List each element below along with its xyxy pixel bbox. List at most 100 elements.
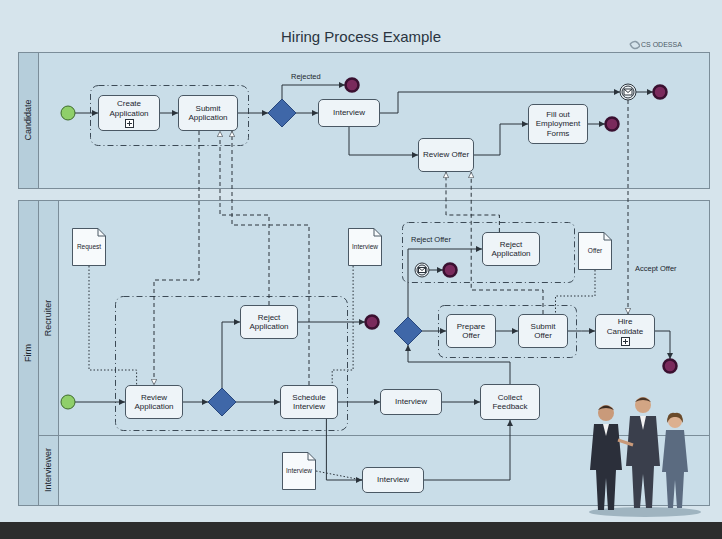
people-illustration xyxy=(590,424,622,510)
sequence-flow xyxy=(496,331,518,332)
task-label: Collect Feedback xyxy=(484,393,536,411)
sequence-flow xyxy=(338,402,380,403)
document-label: Interview xyxy=(286,467,312,474)
message-event xyxy=(620,84,636,100)
message-event xyxy=(624,89,632,93)
sequence-line xyxy=(238,113,268,114)
task-box: Interview xyxy=(362,467,424,493)
task-box: Collect Feedback xyxy=(480,384,540,420)
task-label: Schedule Interview xyxy=(284,393,334,411)
end-event xyxy=(654,86,667,99)
task-box: Submit Offer xyxy=(518,314,568,348)
lane-label: Firm xyxy=(23,344,33,362)
people-illustration xyxy=(626,416,660,508)
message-line xyxy=(628,100,629,314)
sequence-flow xyxy=(349,127,418,155)
sequence-line xyxy=(422,331,446,332)
sequence-line xyxy=(282,85,345,99)
logo-mark xyxy=(630,41,640,48)
data-object: Interview xyxy=(282,452,316,490)
subprocess-marker xyxy=(621,337,629,345)
end-event xyxy=(606,118,619,131)
task-box: Reject Application xyxy=(240,305,298,339)
document-outline xyxy=(349,229,382,266)
association xyxy=(556,270,596,314)
people-illustration xyxy=(640,416,646,430)
subprocess-marker xyxy=(623,339,628,344)
subprocess-marker xyxy=(125,120,133,128)
pool-band xyxy=(19,53,39,189)
people-illustration xyxy=(598,405,614,421)
data-object: Offer xyxy=(578,232,612,270)
pool: CandidateCreate ApplicationSubmit Applic… xyxy=(18,52,710,188)
message-event xyxy=(415,263,429,277)
message-flow xyxy=(232,131,309,385)
subprocess-group xyxy=(439,306,577,358)
message-line xyxy=(628,100,629,314)
task-label: Interview xyxy=(333,108,365,117)
people-illustration xyxy=(662,430,688,508)
message-event xyxy=(417,265,427,275)
message-event xyxy=(624,89,632,95)
end-event xyxy=(346,79,677,373)
task-box: Schedule Interview xyxy=(280,385,338,419)
data-object: Interview xyxy=(348,228,382,266)
document-outline xyxy=(579,233,612,270)
people-illustration xyxy=(618,440,633,445)
screen-bezel xyxy=(0,522,722,539)
task-box: Reject Application xyxy=(482,232,540,266)
pool: FirmRecruiterRequestInterviewReject Appl… xyxy=(18,200,710,505)
document-outline xyxy=(73,229,106,266)
sequence-line xyxy=(655,331,670,359)
message-flow xyxy=(220,131,269,305)
sequence-flow xyxy=(442,402,480,403)
subprocess-group xyxy=(91,86,577,431)
task-label: Review Application xyxy=(129,393,179,411)
gateway-diamond xyxy=(208,388,236,416)
task-label: Submit Offer xyxy=(522,322,564,340)
logo-text: CS ODESSA xyxy=(640,41,683,49)
sequence-line xyxy=(75,113,98,114)
message-flow xyxy=(154,131,199,385)
task-box: Review Offer xyxy=(418,138,474,172)
people-illustration xyxy=(589,507,701,517)
sequence-line xyxy=(429,270,443,271)
sequence-line xyxy=(222,322,240,388)
task-box: Fill out Employment Forms xyxy=(528,104,588,144)
lane-label: Candidate xyxy=(23,99,33,140)
swimlane: InterviewerInterviewInterview xyxy=(38,435,710,505)
people-illustration xyxy=(603,424,609,436)
document-outline xyxy=(283,453,316,490)
subprocess-marker xyxy=(125,119,134,128)
end-event xyxy=(444,264,457,277)
sequence-flow xyxy=(326,419,362,480)
sequence-line xyxy=(183,402,208,403)
sequence-line xyxy=(236,402,280,403)
message-flow xyxy=(446,172,499,232)
task-box: Submit Application xyxy=(178,95,238,131)
people-illustration xyxy=(635,398,651,403)
sequence-flow xyxy=(474,124,528,155)
gateway-diamond xyxy=(394,317,422,345)
flow-label: Rejected xyxy=(290,72,322,81)
sequence-line xyxy=(298,322,365,323)
sequence-line xyxy=(75,85,670,402)
end-event xyxy=(664,360,677,373)
end-event xyxy=(366,316,379,329)
task-box: Review Application xyxy=(125,385,183,419)
task-label: Prepare Offer xyxy=(450,322,492,340)
sequence-line xyxy=(636,92,653,93)
task-label: Review Offer xyxy=(423,150,469,159)
document-label: Request xyxy=(77,243,101,250)
people-illustration xyxy=(589,397,701,517)
flow-label: Reject Offer xyxy=(410,235,452,244)
task-label: Submit Application xyxy=(182,104,234,122)
message-flow xyxy=(471,172,543,314)
subprocess-group xyxy=(403,223,575,283)
document-fold xyxy=(374,229,382,237)
task-label: Hire Candidate xyxy=(599,317,651,335)
sequence-line xyxy=(408,345,510,384)
document-label: Offer xyxy=(588,247,602,254)
subprocess-group xyxy=(91,86,249,146)
